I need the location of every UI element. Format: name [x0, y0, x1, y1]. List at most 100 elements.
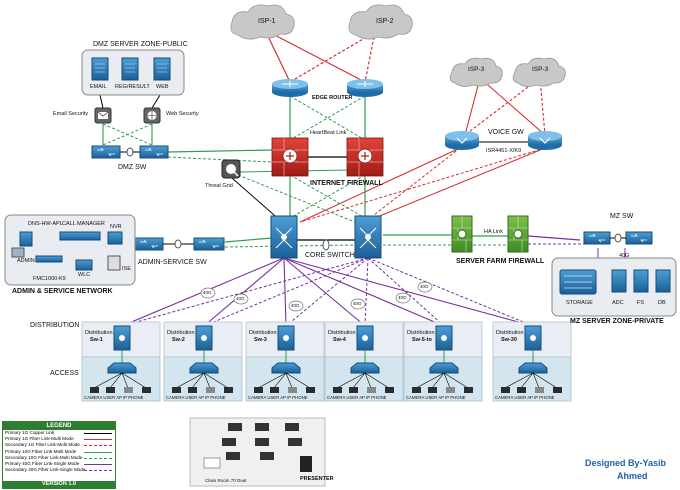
- link-40g-badge: [395, 292, 411, 304]
- ise-label: ISE: [122, 266, 131, 272]
- access-switch-icon: [107, 362, 137, 374]
- isp-3a-cloud: [449, 57, 503, 87]
- access-endpoint-link: [352, 372, 366, 389]
- version-label: VERSION 1.0: [3, 481, 115, 488]
- mz-stack-link-icon: [614, 233, 622, 243]
- credit-line-2: Ahmed: [617, 471, 648, 481]
- access-endpoint-icon: [349, 387, 358, 393]
- access-endpoint-link: [504, 372, 534, 389]
- legend-line-sample: [84, 463, 112, 465]
- distribution-switch-mark: [119, 335, 125, 341]
- link-40g-badge: [233, 293, 249, 305]
- internet-firewall-2-icon: [346, 137, 384, 177]
- access-endpoint-link: [273, 372, 287, 389]
- access-endpoint-icon: [142, 387, 151, 393]
- access-endpoints-label: CAMERA USER AP IP PHONE: [248, 395, 308, 400]
- access-switch-icon: [189, 362, 219, 374]
- db-server-icon: [655, 269, 671, 293]
- admin-network-title: ADMIN & SERVICE NETWORK: [12, 288, 113, 295]
- email-security-icon: [94, 107, 112, 124]
- legend-row-label: Secondary 40G Fiber Link-Single Mode: [5, 467, 86, 473]
- link-40g-label: 40G: [203, 290, 212, 295]
- access-endpoint-icon: [124, 387, 133, 393]
- admin-network-devices: [11, 231, 123, 271]
- fs-server-icon: [633, 269, 649, 293]
- access-endpoints-label: CAMERA USER AP IP PHONE: [84, 395, 144, 400]
- access-endpoint-link: [191, 372, 205, 389]
- dmz-stack-link-icon: [126, 147, 134, 157]
- mz-switch-2-icon: [625, 231, 653, 245]
- dmz-switch-1-icon: [91, 145, 121, 159]
- admin-service-sw-label: ADMIN-SERVICE SW: [138, 259, 207, 266]
- link-40g-label: 40G: [353, 301, 362, 306]
- distribution-sw-label: Sw-3: [254, 337, 267, 343]
- internet-firewall-label: INTERNET FIREWALL: [310, 180, 383, 187]
- access-endpoint-icon: [464, 387, 473, 393]
- access-endpoint-link: [203, 372, 211, 389]
- internet-firewall-1-icon: [271, 137, 309, 177]
- voice-gw-2-icon: [528, 131, 562, 150]
- link-40g-badge: [350, 298, 366, 310]
- distribution-switch-mark: [283, 335, 289, 341]
- legend-row: Secondary 1G Fiber Link-Multi Mode: [3, 442, 115, 448]
- access-endpoint-link: [520, 372, 534, 389]
- distribution-name-label: Distribution: [496, 330, 524, 336]
- distribution-sw-label: Sw-2: [172, 337, 185, 343]
- voice-gw-label: VOICE GW: [488, 129, 524, 136]
- distribution-blocks: [81, 321, 572, 402]
- nvr-label: NVR: [110, 224, 122, 230]
- link-40g-badge: [417, 281, 433, 293]
- access-endpoints-label: CAMERA USER AP IP PHONE: [406, 395, 466, 400]
- secondary-40g-link: [367, 257, 534, 327]
- isp-2-cloud: [348, 4, 413, 40]
- threat-grid-label: Threat Grid: [205, 183, 233, 189]
- distribution-name-label: Distribution: [328, 330, 356, 336]
- links: [99, 29, 665, 275]
- web-security-label: Web Security: [166, 111, 199, 117]
- fmc-label: FMC1000-K9: [33, 276, 66, 282]
- access-endpoint-icon: [306, 387, 315, 393]
- isp-3a-label: ISP-3: [468, 66, 485, 73]
- core-to-distribution-links: [121, 257, 534, 327]
- admin-service-network-box: [4, 214, 136, 286]
- access-endpoint-link: [285, 372, 311, 389]
- isp-1-cloud: [230, 4, 295, 40]
- adc-label: ADC: [612, 300, 624, 306]
- server-farm-firewall-1-icon: [451, 215, 473, 253]
- distribution-name-label: Distribution: [167, 330, 195, 336]
- access-endpoint-link: [175, 372, 205, 389]
- legend-row-label: Primary 10G Fiber Link-Multi Mode: [5, 448, 77, 454]
- access-endpoint-icon: [553, 387, 562, 393]
- distribution-sw-label: Sw-4: [333, 337, 346, 343]
- email-server-label: EMAIL: [90, 84, 107, 90]
- access-endpoints-label: CAMERA USER AP IP PHONE: [495, 395, 555, 400]
- legend-line-sample: [84, 433, 112, 434]
- distribution-switch-mark: [441, 335, 447, 341]
- distribution-sw-label: Sw-1: [90, 337, 103, 343]
- legend-line-sample: [84, 451, 112, 453]
- classroom-label: Class Room 70 Duet: [205, 478, 247, 483]
- call-manager-label: CALL MANAGER: [62, 221, 105, 227]
- access-endpoint-link: [336, 372, 366, 389]
- access-endpoint-link: [203, 372, 229, 389]
- legend-row-label: Primary 1G Fiber Link-Multi Mode: [5, 436, 74, 442]
- primary-40g-link: [283, 257, 534, 327]
- legend-row: Primary 10G Fiber Link-Multi Mode: [3, 449, 115, 455]
- legend-row-label: Secondary 10G Fiber Link-Multi Mode: [5, 454, 83, 460]
- access-endpoint-link: [443, 372, 469, 389]
- distribution-sw-label: Sw-5-to: [412, 337, 432, 343]
- access-endpoint-link: [109, 372, 123, 389]
- access-endpoint-icon: [367, 387, 376, 393]
- secondary-40g-link: [285, 257, 369, 327]
- access-endpoint-icon: [224, 387, 233, 393]
- primary-40g-link: [283, 257, 287, 327]
- core-switch-1-icon: [270, 215, 298, 259]
- access-endpoint-link: [415, 372, 445, 389]
- edge-router-2-icon: [347, 79, 383, 97]
- access-endpoint-icon: [288, 387, 297, 393]
- mz-zone-title: MZ SERVER ZONE-PRIVATE: [570, 318, 664, 325]
- dmz-zone-title: DMZ SERVER ZONE-PUBLIC: [93, 41, 188, 48]
- access-endpoints-label: CAMERA USER AP IP PHONE: [166, 395, 226, 400]
- link-40g-badge: [288, 300, 304, 312]
